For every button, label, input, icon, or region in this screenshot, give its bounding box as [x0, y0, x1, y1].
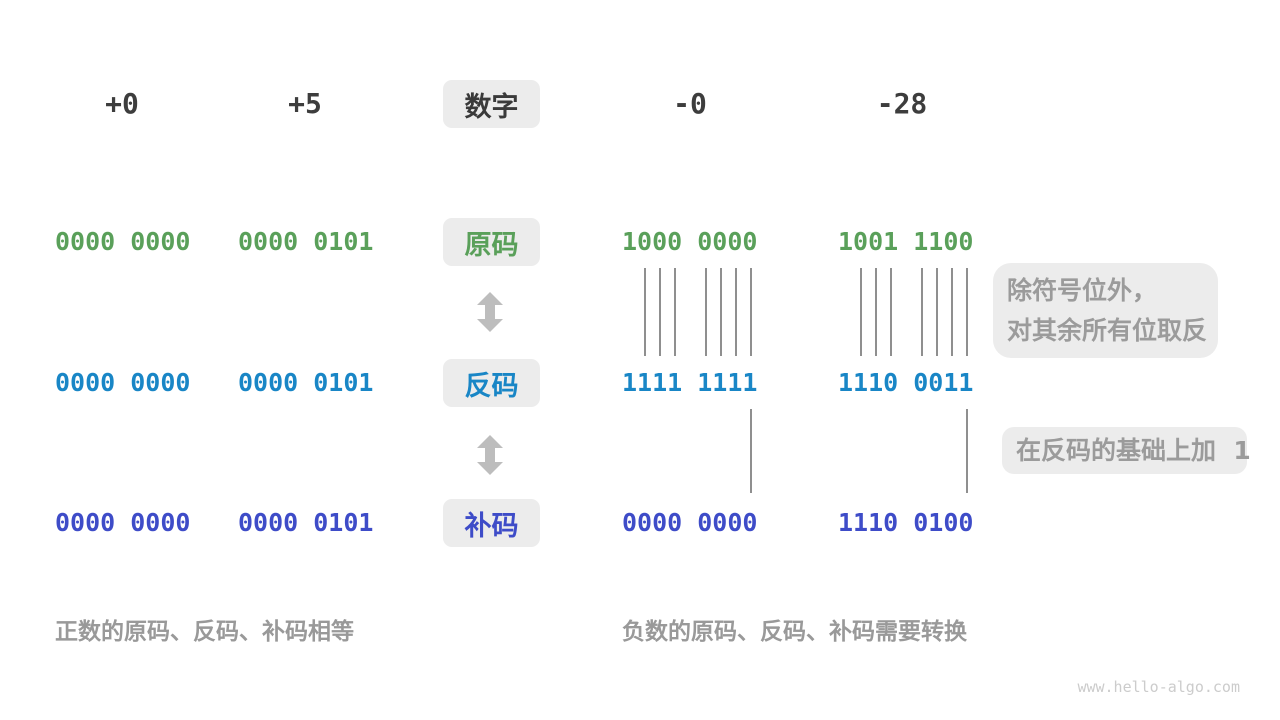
annotation-invert-line1: 除符号位外，	[1007, 276, 1158, 305]
bit-mapping-line	[644, 268, 646, 356]
bit-mapping-line	[875, 268, 877, 356]
binary-ones-complement-plus0: 0000 0000	[55, 368, 191, 397]
bit-mapping-line	[966, 409, 968, 493]
binary-twos-complement-minus0: 0000 0000	[622, 508, 758, 537]
binary-twos-complement-plus5: 0000 0101	[238, 508, 374, 537]
bit-mapping-line	[735, 268, 737, 356]
binary-twos-complement-minus28: 1110 0100	[838, 508, 974, 537]
binary-sign-magnitude-minus0: 1000 0000	[622, 227, 758, 256]
bit-mapping-line	[921, 268, 923, 356]
header-value-plus0: +0	[105, 87, 139, 120]
bit-mapping-line	[936, 268, 938, 356]
bit-mapping-line	[720, 268, 722, 356]
bit-mapping-line	[750, 268, 752, 356]
bit-mapping-line	[890, 268, 892, 356]
header-value-minus0: -0	[673, 87, 707, 120]
bit-mapping-line	[951, 268, 953, 356]
bit-mapping-line	[966, 268, 968, 356]
label-number: 数字	[443, 80, 540, 128]
double-arrow-icon	[477, 292, 503, 332]
caption-negative-numbers: 负数的原码、反码、补码需要转换	[622, 619, 967, 645]
binary-ones-complement-plus5: 0000 0101	[238, 368, 374, 397]
watermark-url: www.hello-algo.com	[1077, 678, 1240, 696]
binary-sign-magnitude-plus0: 0000 0000	[55, 227, 191, 256]
bit-mapping-line	[750, 409, 752, 493]
annotation-invert-bits: 除符号位外， 对其余所有位取反	[993, 263, 1218, 358]
annotation-add-one: 在反码的基础上加 1	[1002, 427, 1251, 474]
binary-twos-complement-plus0: 0000 0000	[55, 508, 191, 537]
bit-mapping-line	[705, 268, 707, 356]
bit-mapping-line	[860, 268, 862, 356]
label-twos-complement: 补码	[443, 499, 540, 547]
caption-positive-numbers: 正数的原码、反码、补码相等	[55, 619, 354, 645]
binary-ones-complement-minus28: 1110 0011	[838, 368, 974, 397]
binary-ones-complement-minus0: 1111 1111	[622, 368, 758, 397]
binary-sign-magnitude-plus5: 0000 0101	[238, 227, 374, 256]
bit-mapping-line	[659, 268, 661, 356]
binary-sign-magnitude-minus28: 1001 1100	[838, 227, 974, 256]
bit-mapping-line	[674, 268, 676, 356]
header-value-minus28: -28	[876, 87, 928, 120]
header-value-plus5: +5	[288, 87, 322, 120]
annotation-invert-line2: 对其余所有位取反	[1007, 316, 1208, 345]
label-ones-complement: 反码	[443, 359, 540, 407]
label-sign-magnitude: 原码	[443, 218, 540, 266]
double-arrow-icon	[477, 435, 503, 475]
